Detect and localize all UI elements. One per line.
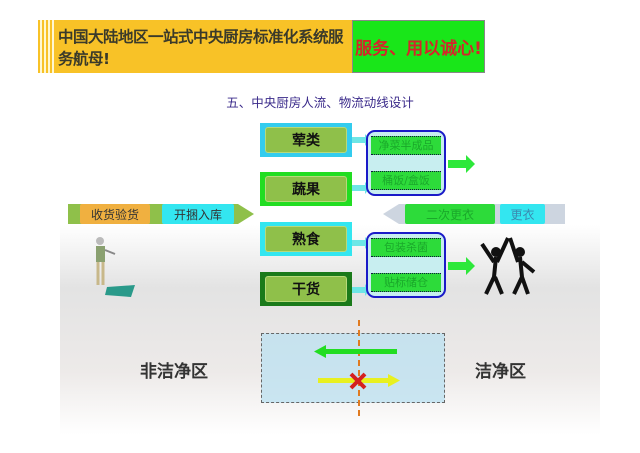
receive-tag: 收货验货	[80, 204, 150, 224]
process-box-1: 净菜半成品 桶饭/盒饭	[366, 130, 446, 196]
process-step: 净菜半成品	[371, 136, 441, 155]
forbidden-x-icon	[349, 372, 367, 390]
process-step: 包装杀菌	[371, 238, 441, 257]
header-stripes	[38, 20, 56, 73]
big-arrow-icon	[448, 257, 475, 275]
flow-arrows	[314, 345, 400, 390]
arrow-right-icon	[352, 134, 370, 146]
category-label: 熟食	[265, 226, 347, 252]
dirty-zone-label: 非洁净区	[140, 362, 208, 382]
store-tag: 开捆入库	[162, 204, 234, 224]
process-step: 贴标储仓	[371, 273, 441, 292]
people-celebrating-icon	[480, 237, 536, 295]
boundary-line	[358, 320, 360, 416]
arrow-right-icon	[352, 237, 370, 249]
separation-box	[261, 333, 445, 403]
header-title: 中国大陆地区一站式中央厨房标准化系统服务航母!	[38, 20, 352, 73]
process-box-2: 包装杀菌 贴标储仓	[366, 232, 446, 298]
category-dry-goods: 干货	[260, 272, 352, 306]
category-vegetables: 蔬果	[260, 172, 352, 206]
change-arrow-icon	[383, 204, 399, 224]
big-arrow-icon	[448, 155, 475, 173]
second-change-tag: 二次更衣	[405, 204, 495, 224]
arrow-right-icon	[352, 284, 370, 296]
header-slogan: 服务、用以诚心!	[352, 20, 485, 73]
category-label: 荤类	[265, 127, 347, 153]
category-label: 蔬果	[265, 176, 347, 202]
left-arrow-icon	[314, 345, 397, 358]
change-tag: 更衣	[500, 204, 545, 224]
page-subtitle: 五、中央厨房人流、物流动线设计	[226, 95, 414, 110]
category-meat: 荤类	[260, 123, 352, 157]
worker-cart-icon	[96, 237, 135, 297]
category-cooked: 熟食	[260, 222, 352, 256]
arrow-right-icon	[352, 182, 370, 194]
clean-zone-label: 洁净区	[475, 362, 526, 382]
category-label: 干货	[265, 276, 347, 302]
right-arrow-icon	[318, 374, 400, 387]
inbound-arrow-icon	[238, 204, 254, 224]
process-step: 桶饭/盒饭	[371, 171, 441, 190]
